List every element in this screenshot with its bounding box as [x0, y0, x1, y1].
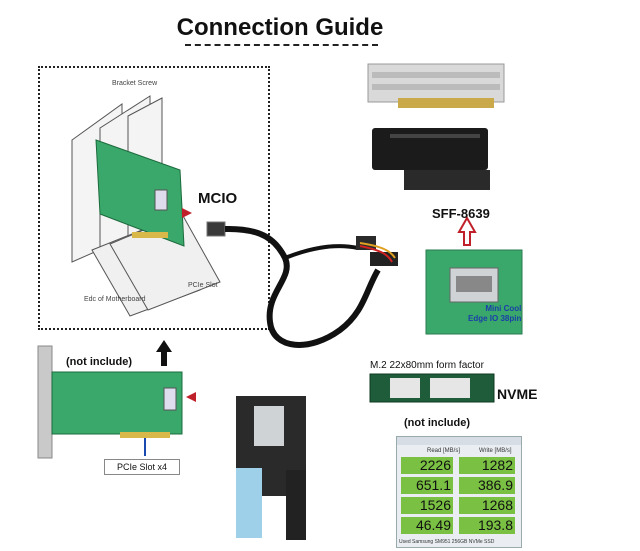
black-up-arrow-icon: [156, 340, 172, 366]
bracket-screw-label: Bracket Screw: [112, 80, 158, 87]
bench-cell-write: 193.8: [459, 517, 515, 534]
red-arrow-icon: [186, 392, 196, 402]
bench-cell-write: 1268: [459, 497, 515, 514]
edge-io-connector: [425, 249, 523, 335]
sff-8639-connector: [372, 128, 490, 190]
red-up-arrow-icon: [457, 215, 477, 246]
write-column-header: Write [MB/s]: [479, 448, 512, 454]
edge-io-label: Mini Cool Edge IO 38pin: [468, 304, 521, 324]
edge-io-line2: Edge IO 38pin: [468, 314, 522, 323]
m2-form-factor-label: M.2 22x80mm form factor: [370, 360, 484, 371]
bench-cell-read: 2226: [401, 457, 453, 474]
bench-cell-read: 46.49: [401, 517, 453, 534]
benchmark-titlebar: [397, 437, 521, 445]
bench-cell-write: 1282: [459, 457, 515, 474]
title-underline: [185, 44, 378, 46]
installation-box: [38, 66, 270, 330]
read-column-header: Read [MB/s]: [427, 448, 461, 454]
sff-8639-label: SFF-8639: [432, 206, 490, 221]
benchmark-window: Read [MB/s] Write [MB/s] 2226 1282 651.1…: [396, 436, 522, 548]
card-connector: [154, 189, 168, 211]
m2-nvme-drive: [369, 373, 495, 403]
bench-cell-read: 651.1: [401, 477, 453, 494]
not-include-label-nvme: (not include): [404, 417, 470, 429]
motherboard-label: Edc of Motherboard: [84, 296, 146, 303]
gold-fingers: [132, 232, 168, 238]
red-arrow-icon: [182, 208, 192, 218]
edge-io-line1: Mini Cool: [485, 304, 522, 313]
pcie-slot-graphic: [91, 213, 221, 317]
mcio-connector-closeup: [236, 396, 306, 540]
nvme-label: NVME: [497, 386, 538, 402]
pcie-adapter-card: [37, 345, 183, 459]
u2-drive: [367, 63, 505, 108]
mcio-label: MCIO: [198, 190, 238, 207]
mcio-cable: [206, 221, 398, 348]
not-include-label-adapter: (not include): [66, 356, 132, 368]
page-title: Connection Guide: [176, 14, 384, 41]
pcie-card-graphic: [95, 139, 185, 247]
bench-cell-write: 386.9: [459, 477, 515, 494]
benchmark-footer: Used Samsung SM951 256GB NVMe SSD: [399, 539, 495, 545]
pcie-slot-label: PCIe Slot: [188, 282, 218, 289]
pcie-slot-x4-label: PCIe Slot x4: [104, 459, 180, 475]
bench-cell-read: 1526: [401, 497, 453, 514]
